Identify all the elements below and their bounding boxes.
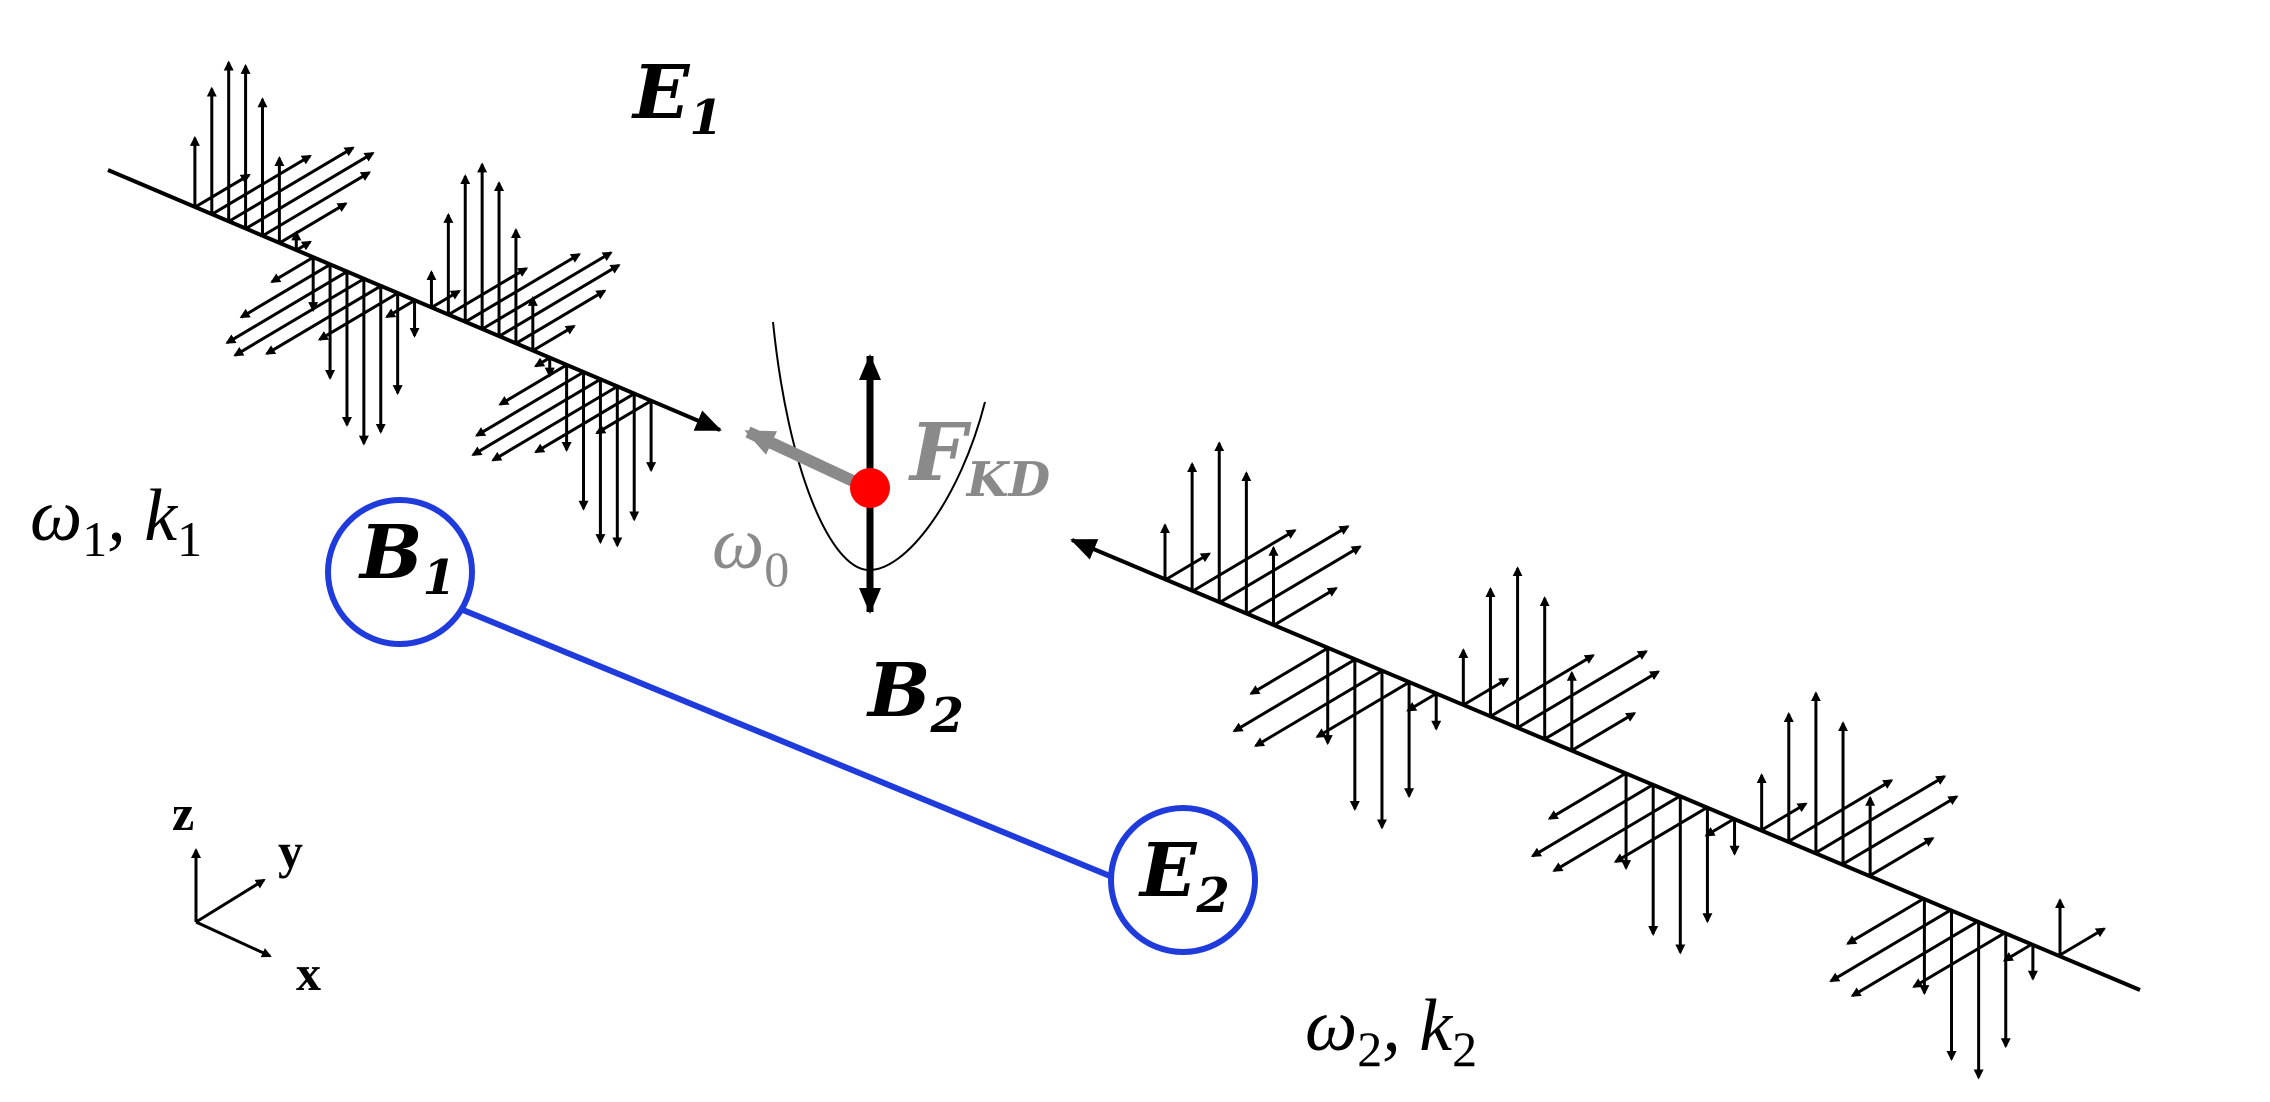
field-vector-horizontal <box>464 253 581 324</box>
wave-2-field-arrows <box>1160 441 2106 1080</box>
field-vector-horizontal <box>270 256 314 284</box>
coordinate-axes: z y x <box>172 785 321 1001</box>
coupling-line <box>461 607 1112 879</box>
field-vector-horizontal <box>491 385 619 462</box>
label-b1: B1 <box>358 510 456 606</box>
field-vector-horizontal <box>1462 677 1510 707</box>
field-vector-horizontal <box>1406 692 1437 712</box>
field-vector-horizontal <box>1846 896 1926 945</box>
field-vector-horizontal <box>1912 930 2007 989</box>
field-vector-horizontal <box>1191 529 1297 593</box>
field-vector-horizontal <box>1516 650 1648 730</box>
label-wave-1: ω1, k1 <box>30 475 202 567</box>
b1-circle <box>325 497 475 647</box>
field-vector-horizontal <box>1815 775 1947 855</box>
field-vector-horizontal <box>1530 783 1654 858</box>
x-axis-label: x <box>296 945 321 1001</box>
field-vector-horizontal <box>532 324 576 352</box>
particle <box>850 468 890 508</box>
field-vector-horizontal <box>1869 837 1935 877</box>
field-vector-horizontal <box>211 154 312 216</box>
field-vector-horizontal <box>385 299 416 319</box>
field-vector-horizontal <box>534 392 635 454</box>
label-e1: E1 <box>631 50 723 146</box>
field-vector-horizontal <box>225 270 348 345</box>
field-vector-horizontal <box>1552 794 1682 873</box>
field-vector-horizontal <box>233 277 365 357</box>
y-axis-arrow <box>195 878 266 924</box>
field-vector-horizontal <box>1842 795 1959 866</box>
e2-circle <box>1108 805 1258 955</box>
field-vector-horizontal <box>498 363 568 406</box>
field-vector-horizontal <box>471 378 602 457</box>
field-vector-horizontal <box>2002 942 2034 962</box>
field-vector-horizontal <box>1164 552 1211 582</box>
field-vector-horizontal <box>1543 670 1661 741</box>
field-vector-horizontal <box>1232 658 1356 733</box>
field-vector-horizontal <box>1571 712 1637 752</box>
field-vector-horizontal <box>481 251 613 331</box>
field-vector-horizontal <box>1760 802 1808 832</box>
wave-2-propagation-axis <box>1070 538 2141 992</box>
field-vector-horizontal <box>498 263 621 338</box>
field-vector-horizontal <box>1850 919 1980 998</box>
field-vector-horizontal <box>475 370 585 437</box>
field-vector-horizontal <box>430 289 461 309</box>
field-vector-horizontal <box>1788 779 1894 843</box>
field-vector-horizontal <box>1547 771 1627 820</box>
field-vector-horizontal <box>239 263 331 319</box>
field-vector-horizontal <box>194 173 251 209</box>
label-wave-2: ω2, k2 <box>1305 985 1477 1077</box>
x-axis-arrow <box>195 920 272 958</box>
y-axis-label: y <box>278 823 303 879</box>
wave-1-propagation-axis <box>107 168 722 432</box>
field-vector-horizontal <box>1613 805 1709 864</box>
label-fkd: FKD <box>908 405 1051 508</box>
field-vector-horizontal <box>595 399 652 435</box>
field-vector-horizontal <box>1315 680 1410 739</box>
force-kd-arrow <box>744 426 871 494</box>
field-vector-horizontal <box>1249 646 1329 695</box>
field-vector-horizontal <box>1272 587 1338 627</box>
field-vector-horizontal <box>278 202 348 245</box>
field-vector-horizontal <box>1489 654 1595 718</box>
field-vector-horizontal <box>1254 669 1383 748</box>
field-vector-horizontal <box>1829 908 1953 983</box>
field-vector-horizontal <box>1245 545 1362 616</box>
field-vector-horizontal <box>2059 927 2106 957</box>
field-vector-horizontal <box>447 267 529 317</box>
field-vector-horizontal <box>317 291 399 341</box>
field-vector-horizontal <box>1704 817 1736 837</box>
label-e2: E2 <box>1138 828 1230 924</box>
field-vector-horizontal <box>1218 525 1350 605</box>
field-vector-horizontal <box>534 356 551 368</box>
label-omega0: ω0 <box>712 503 789 597</box>
label-b2: B2 <box>866 648 964 744</box>
field-vector-horizontal <box>515 289 607 345</box>
wave-1-field-arrows <box>189 60 657 548</box>
field-vector-horizontal <box>265 284 382 355</box>
field-vector-horizontal <box>244 151 375 230</box>
z-axis-label: z <box>172 785 194 841</box>
field-vector-horizontal <box>227 146 355 223</box>
